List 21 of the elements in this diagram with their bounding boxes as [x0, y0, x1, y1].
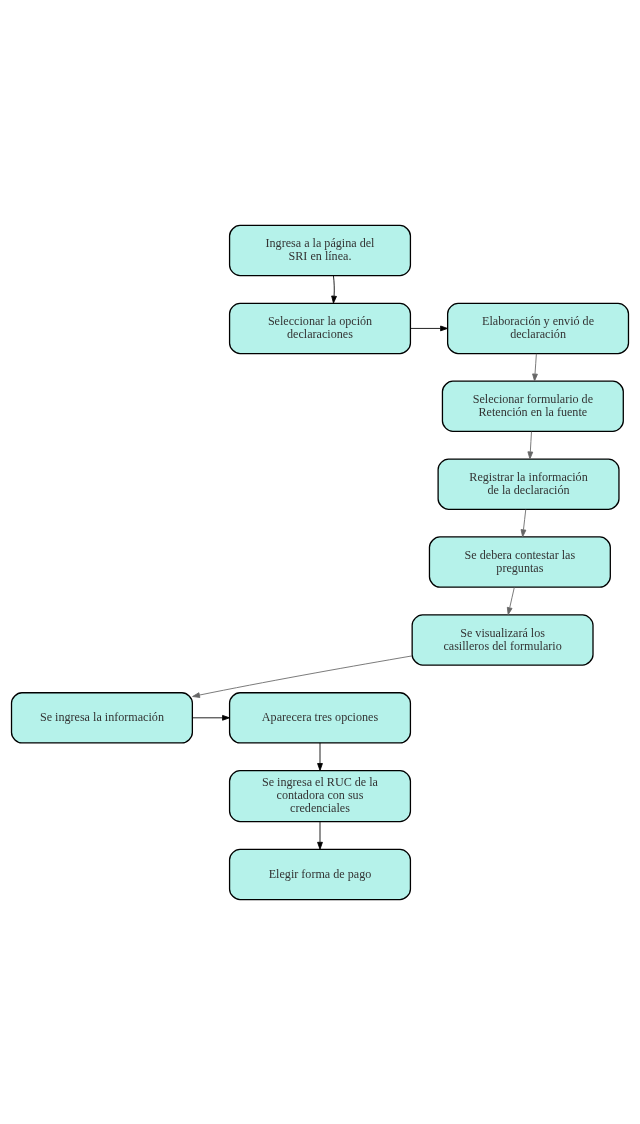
node-box: Seleccionar la opción declaraciones	[228, 302, 412, 354]
node-box: Elaboración y envió de declaración	[447, 302, 630, 354]
node-box: Se visualizará los casilleros del formulario	[411, 613, 594, 666]
node-box: Ingresa a la página del SRI en línea.	[228, 224, 412, 276]
node-box: Se ingresa el RUC de la contadora con sus credenciales	[228, 769, 412, 822]
arrow	[192, 654, 413, 698]
node-box: Se ingresa la información	[10, 691, 193, 744]
arrow	[520, 508, 527, 537]
arrow	[192, 714, 230, 721]
node-box: Selecionar formulario de Retención en la fuente	[441, 380, 624, 432]
arrow	[410, 325, 448, 331]
arrow	[331, 275, 337, 304]
arrow	[532, 352, 538, 381]
arrow	[527, 430, 534, 459]
node-box: Registrar la información de la declaración	[437, 457, 620, 510]
arrow	[506, 586, 515, 615]
arrow	[317, 742, 323, 771]
node-box: Aparecera tres opciones	[228, 691, 412, 744]
node-box: Elegir forma de pago	[228, 848, 412, 900]
node-box: Se debera contestar las preguntas	[428, 535, 611, 588]
arrow	[317, 821, 323, 850]
